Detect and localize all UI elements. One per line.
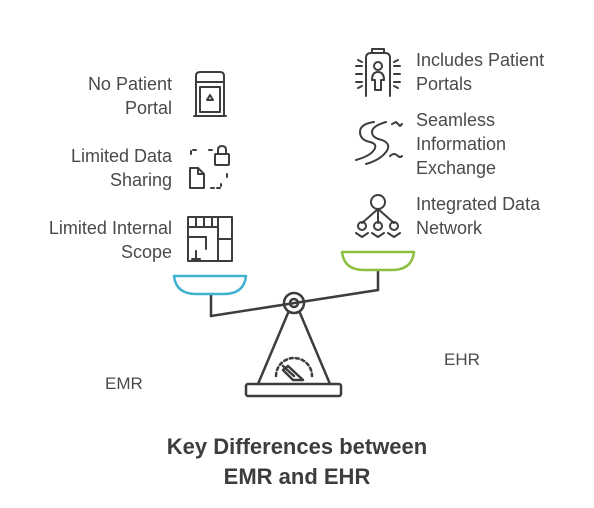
locked-door-icon bbox=[193, 71, 227, 117]
ehr-pan bbox=[340, 250, 416, 272]
ehr-feature-2-label: Seamless Information Exchange bbox=[416, 110, 507, 178]
emr-feature-3-label: Limited Internal Scope bbox=[48, 218, 172, 262]
emr-feature-1-label: No Patient Portal bbox=[87, 74, 172, 118]
locked-file-icon bbox=[189, 145, 230, 189]
page-title: Key Differences between EMR and EHR bbox=[0, 432, 594, 492]
network-icon bbox=[355, 194, 401, 238]
emr-feature-2-label: Limited Data Sharing bbox=[70, 146, 172, 190]
scale-beam bbox=[209, 288, 380, 318]
scale-base bbox=[244, 382, 343, 398]
ehr-feature-3-label: Integrated Data Network bbox=[416, 194, 541, 238]
floor-plan-icon bbox=[187, 216, 233, 262]
flowing-river-icon bbox=[355, 121, 403, 165]
title-line-2: EMR and EHR bbox=[223, 464, 371, 489]
emr-side-label: EMR bbox=[105, 374, 143, 393]
scale-stand bbox=[256, 311, 332, 386]
patient-portal-icon bbox=[355, 48, 401, 97]
ehr-feature-1-label: Includes Patient Portals bbox=[416, 50, 545, 94]
emr-pan bbox=[172, 274, 248, 296]
scale-pivot bbox=[282, 291, 306, 315]
title-line-1: Key Differences between bbox=[166, 434, 428, 459]
ehr-side-label: EHR bbox=[444, 350, 480, 369]
